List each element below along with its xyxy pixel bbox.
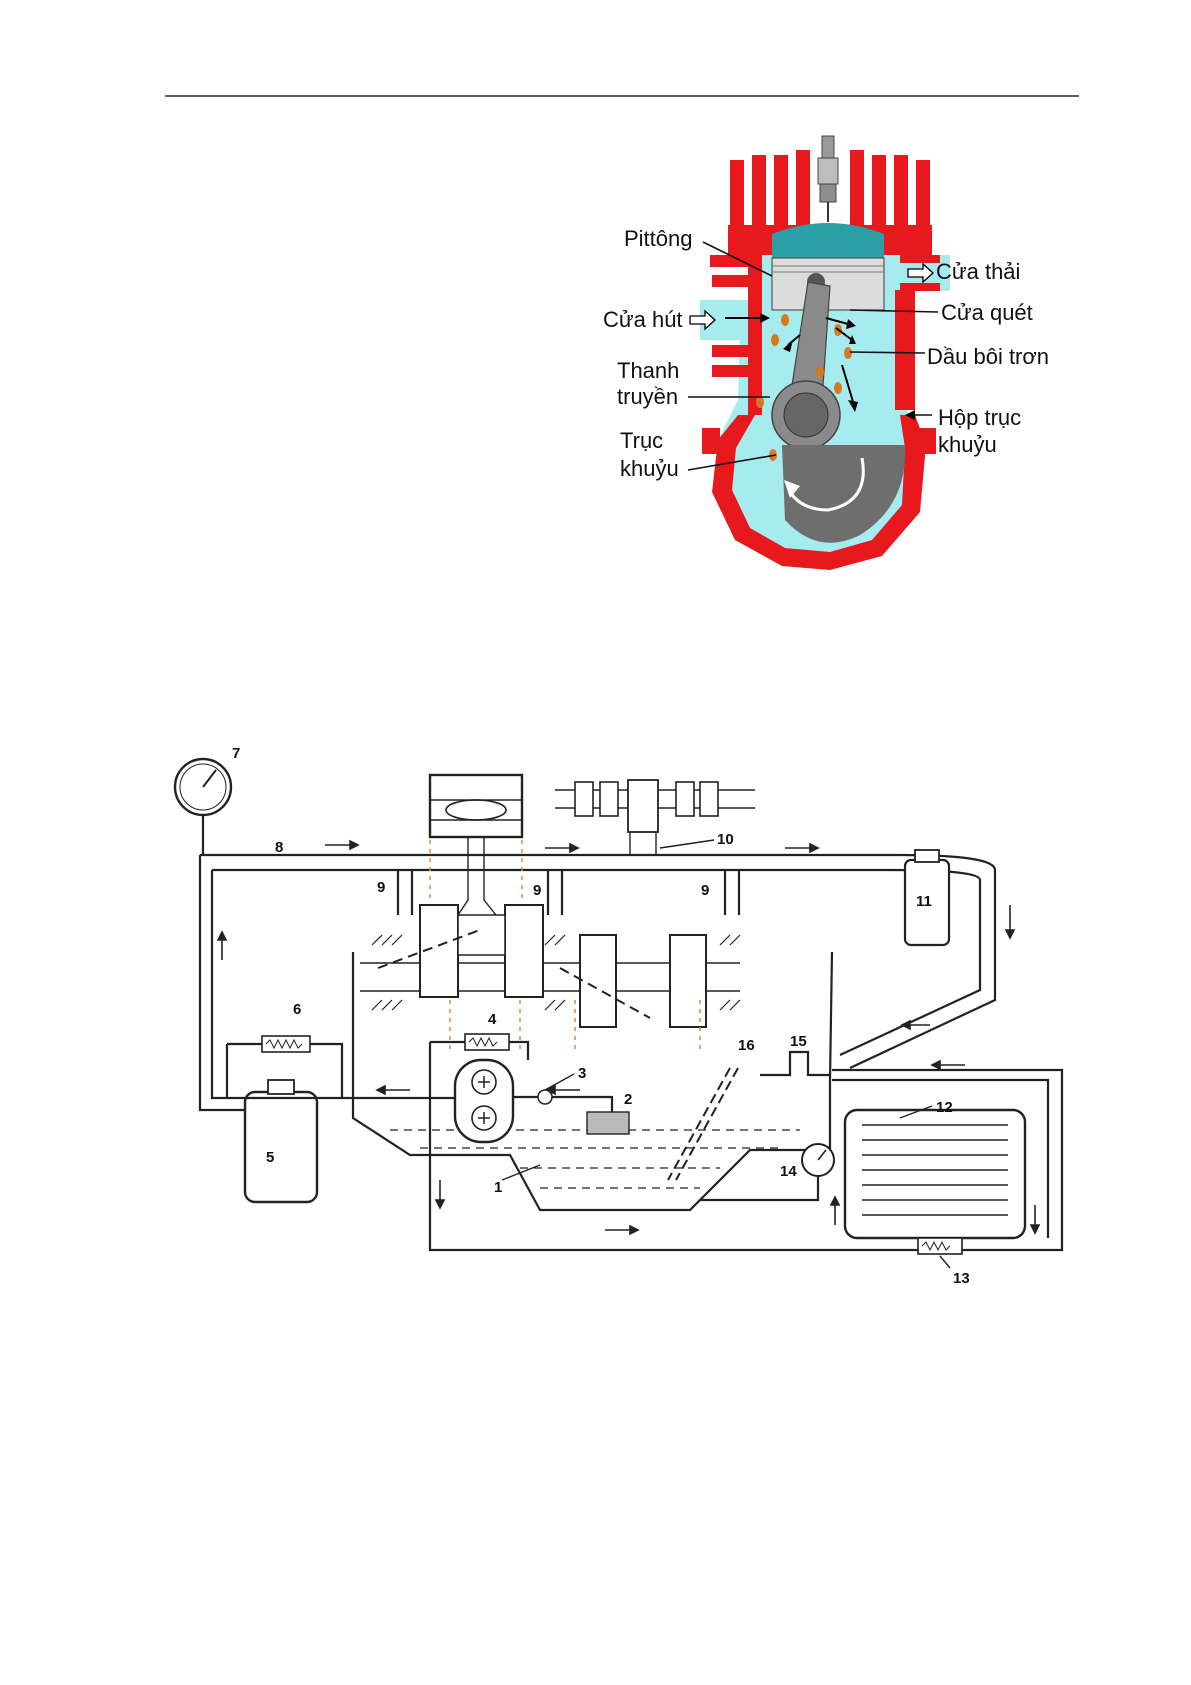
number-3: 3 <box>578 1065 586 1082</box>
spark-plug <box>818 136 838 222</box>
number-1: 1 <box>494 1179 502 1196</box>
number-9c: 9 <box>701 882 709 899</box>
flange-left <box>702 428 720 454</box>
number-12: 12 <box>936 1099 953 1116</box>
breather-15 <box>760 1052 830 1075</box>
label-exhaust-port: Cửa thải <box>936 259 1020 284</box>
number-11: 11 <box>916 893 932 910</box>
oil-pump-3 <box>455 1060 629 1142</box>
lubrication-system-figure: 1 2 3 4 5 6 7 8 9 9 9 10 11 12 13 14 15 … <box>175 745 1062 1287</box>
temperature-gauge-14 <box>700 1144 834 1200</box>
oil-cooler-12 <box>845 1110 1025 1238</box>
sump-oil-level <box>390 1130 800 1188</box>
label-crankcase-1: Hộp trục <box>938 405 1021 430</box>
two-stroke-engine-figure: Pittông Cửa thải Cửa hút Cửa quét Dầu bô… <box>603 136 1049 570</box>
number-5: 5 <box>266 1149 274 1166</box>
schematic-piston <box>430 775 522 915</box>
label-conrod-2: truyền <box>617 384 678 409</box>
flange-right <box>918 428 936 454</box>
crankshaft <box>360 905 740 1027</box>
label-piston: Pittông <box>624 226 693 251</box>
bypass-valve-6 <box>200 1036 455 1110</box>
label-crankshaft-1: Trục <box>620 428 663 453</box>
pressure-gauge-7 <box>175 759 231 855</box>
label-conrod-1: Thanh <box>617 358 679 383</box>
number-15: 15 <box>790 1033 807 1050</box>
number-10: 10 <box>717 831 734 848</box>
cooler-valve-13 <box>918 1238 962 1254</box>
number-13: 13 <box>953 1270 970 1287</box>
number-8: 8 <box>275 839 283 856</box>
label-crankshaft-2: khuỷu <box>620 456 679 481</box>
number-9a: 9 <box>377 879 385 896</box>
number-6: 6 <box>293 1001 301 1018</box>
number-2: 2 <box>624 1091 632 1108</box>
dipstick-16 <box>668 1068 738 1180</box>
label-lube-oil: Dầu bôi trơn <box>927 344 1049 369</box>
number-9b: 9 <box>533 882 541 899</box>
number-4: 4 <box>488 1011 497 1028</box>
number-14: 14 <box>780 1163 797 1180</box>
number-16: 16 <box>738 1037 755 1054</box>
label-crankcase-2: khuỷu <box>938 432 997 457</box>
label-intake-port: Cửa hút <box>603 307 683 332</box>
label-transfer-port: Cửa quét <box>941 300 1033 325</box>
number-7: 7 <box>232 745 240 762</box>
